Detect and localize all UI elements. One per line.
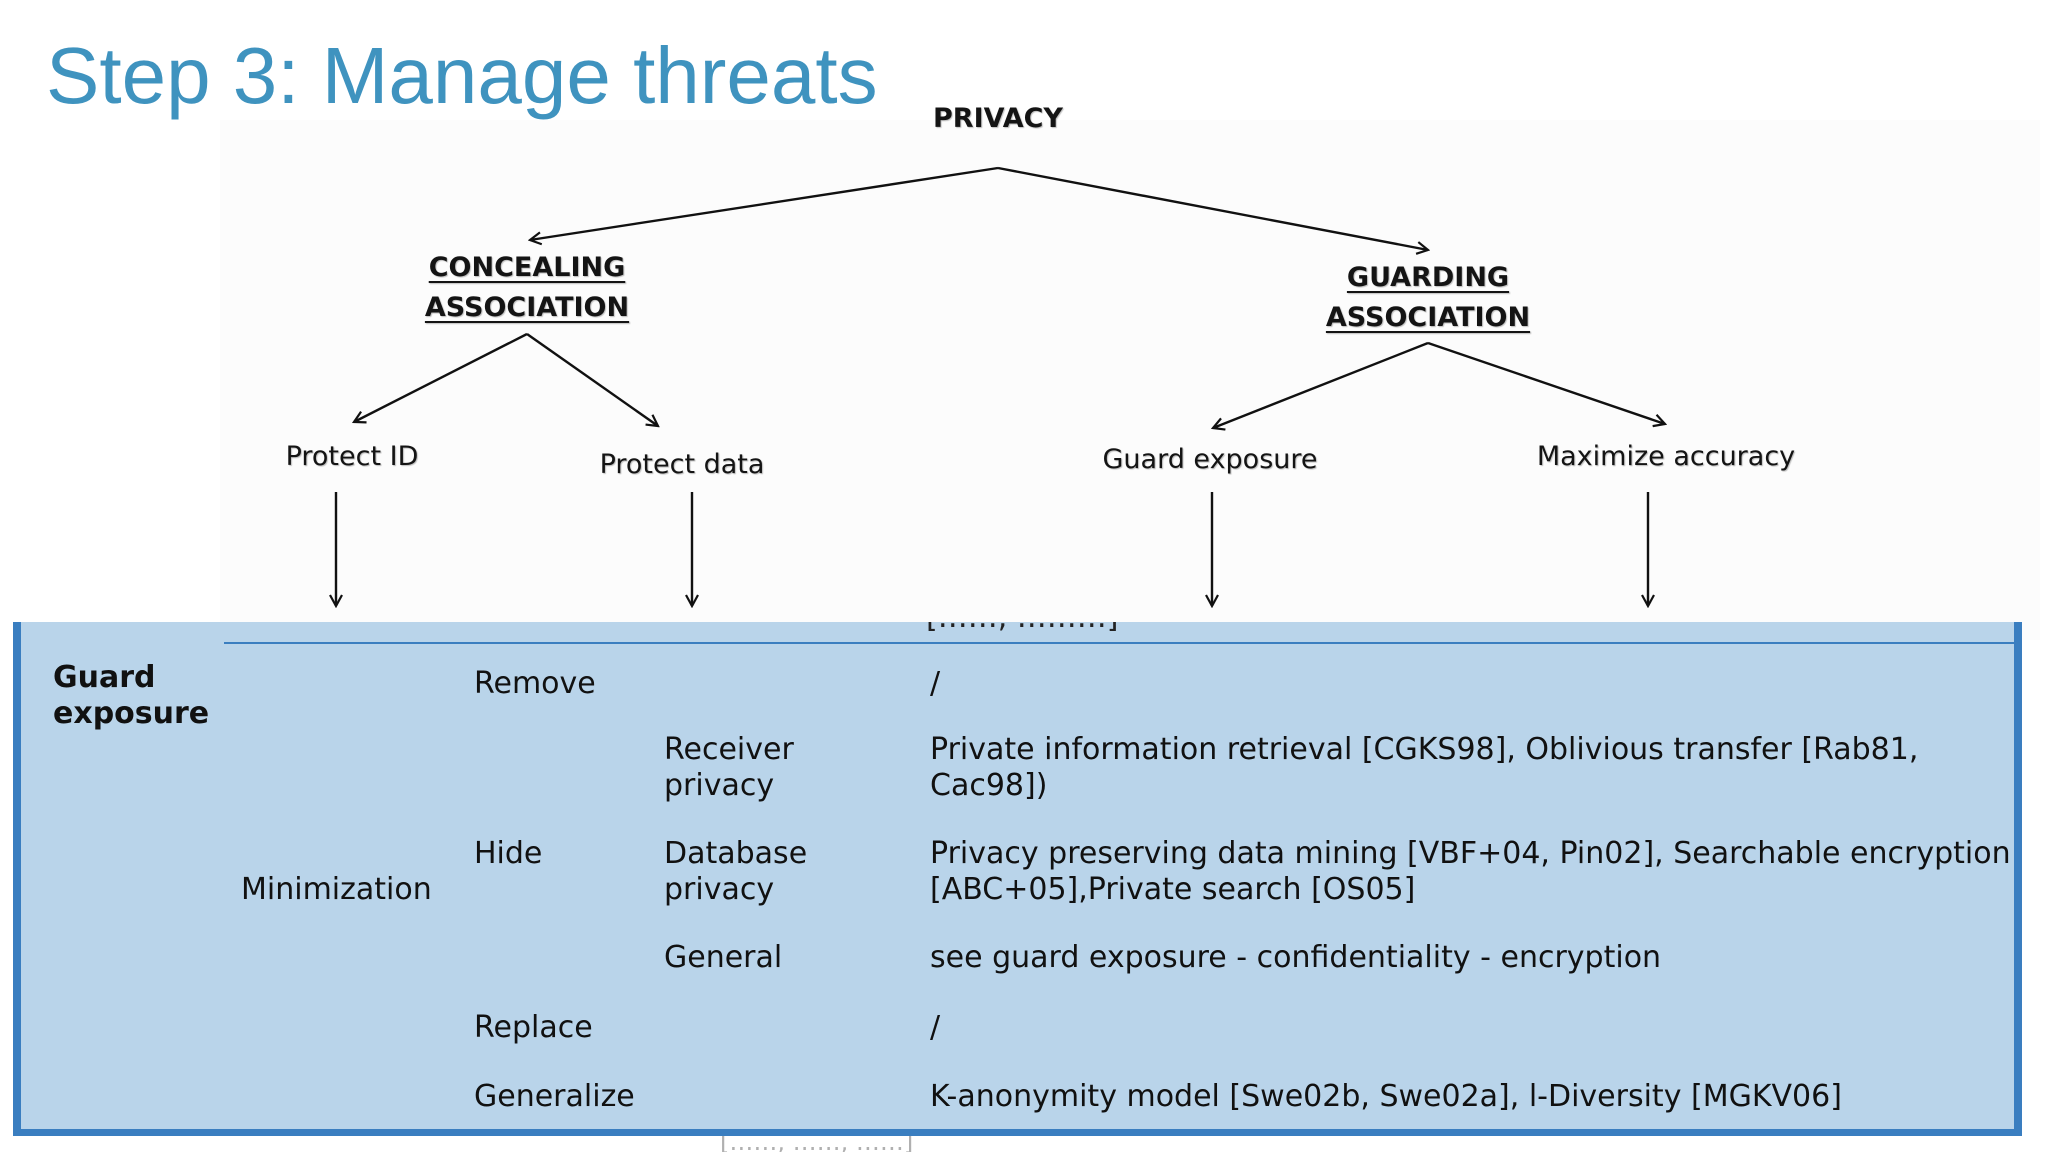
edge-concealing-protect-id: [354, 332, 528, 422]
branch-line-2: ASSOCIATION: [1325, 302, 1531, 333]
refs-cell: /: [930, 666, 941, 701]
refs-cell: K-anonymity model [Swe02b, Swe02a], l-Di…: [930, 1079, 1842, 1114]
tree-leaf-protect-data: Protect data: [599, 449, 765, 480]
tactic-cell: Replace: [474, 1010, 593, 1045]
tree-branch-guarding-association: GUARDING ASSOCIATION: [1326, 258, 1530, 338]
refs-cell: Privacy preserving data mining [VBF+04, …: [930, 836, 2011, 907]
tree-diagram-background: [220, 120, 2040, 640]
tactic-cell: Hide: [474, 836, 543, 871]
tree-leaf-protect-id: Protect ID: [285, 441, 419, 472]
edge-privacy-guarding: [997, 166, 1428, 250]
tactic-cell: Generalize: [474, 1079, 635, 1114]
clipped-row-text: [……, ………]: [926, 622, 1118, 635]
branch-line-1: CONCEALING: [428, 252, 626, 283]
tree-leaf-guard-exposure: Guard exposure: [1102, 444, 1318, 475]
threat-table-panel: [……, ………] Guard exposure Minimization Re…: [13, 622, 2022, 1136]
refs-cell: Private information retrieval [CGKS98], …: [930, 732, 1919, 803]
sub-tactic-cell: General: [664, 940, 783, 975]
sub-tactic-cell: Receiver privacy: [664, 732, 794, 803]
tree-connectors: [0, 166, 2048, 640]
category-cell: Guard exposure: [53, 660, 210, 731]
tactic-cell: Remove: [474, 666, 596, 701]
branch-line-2: ASSOCIATION: [424, 292, 630, 323]
slide-title: Step 3: Manage threats: [46, 31, 878, 120]
edge-concealing-protect-data: [526, 333, 658, 426]
table-top-rule: [224, 642, 2014, 644]
refs-cell: /: [930, 1010, 941, 1045]
clipped-bottom-text: [……, ……, ……]: [720, 1136, 914, 1152]
branch-line-1: GUARDING: [1346, 262, 1510, 293]
strategy-cell: Minimization: [241, 872, 432, 907]
sub-tactic-cell: Database privacy: [664, 836, 808, 907]
tree-branch-concealing-association: CONCEALING ASSOCIATION: [425, 248, 629, 328]
tree-leaf-maximize-accuracy: Maximize accuracy: [1536, 441, 1796, 472]
refs-cell: see guard exposure - confidentiality - e…: [930, 940, 1662, 975]
edge-guarding-guard-exposure: [1213, 341, 1429, 428]
edge-guarding-maximize-accuracy: [1427, 341, 1665, 424]
tree-root-privacy: PRIVACY: [933, 103, 1063, 134]
edge-privacy-concealing: [530, 166, 999, 240]
